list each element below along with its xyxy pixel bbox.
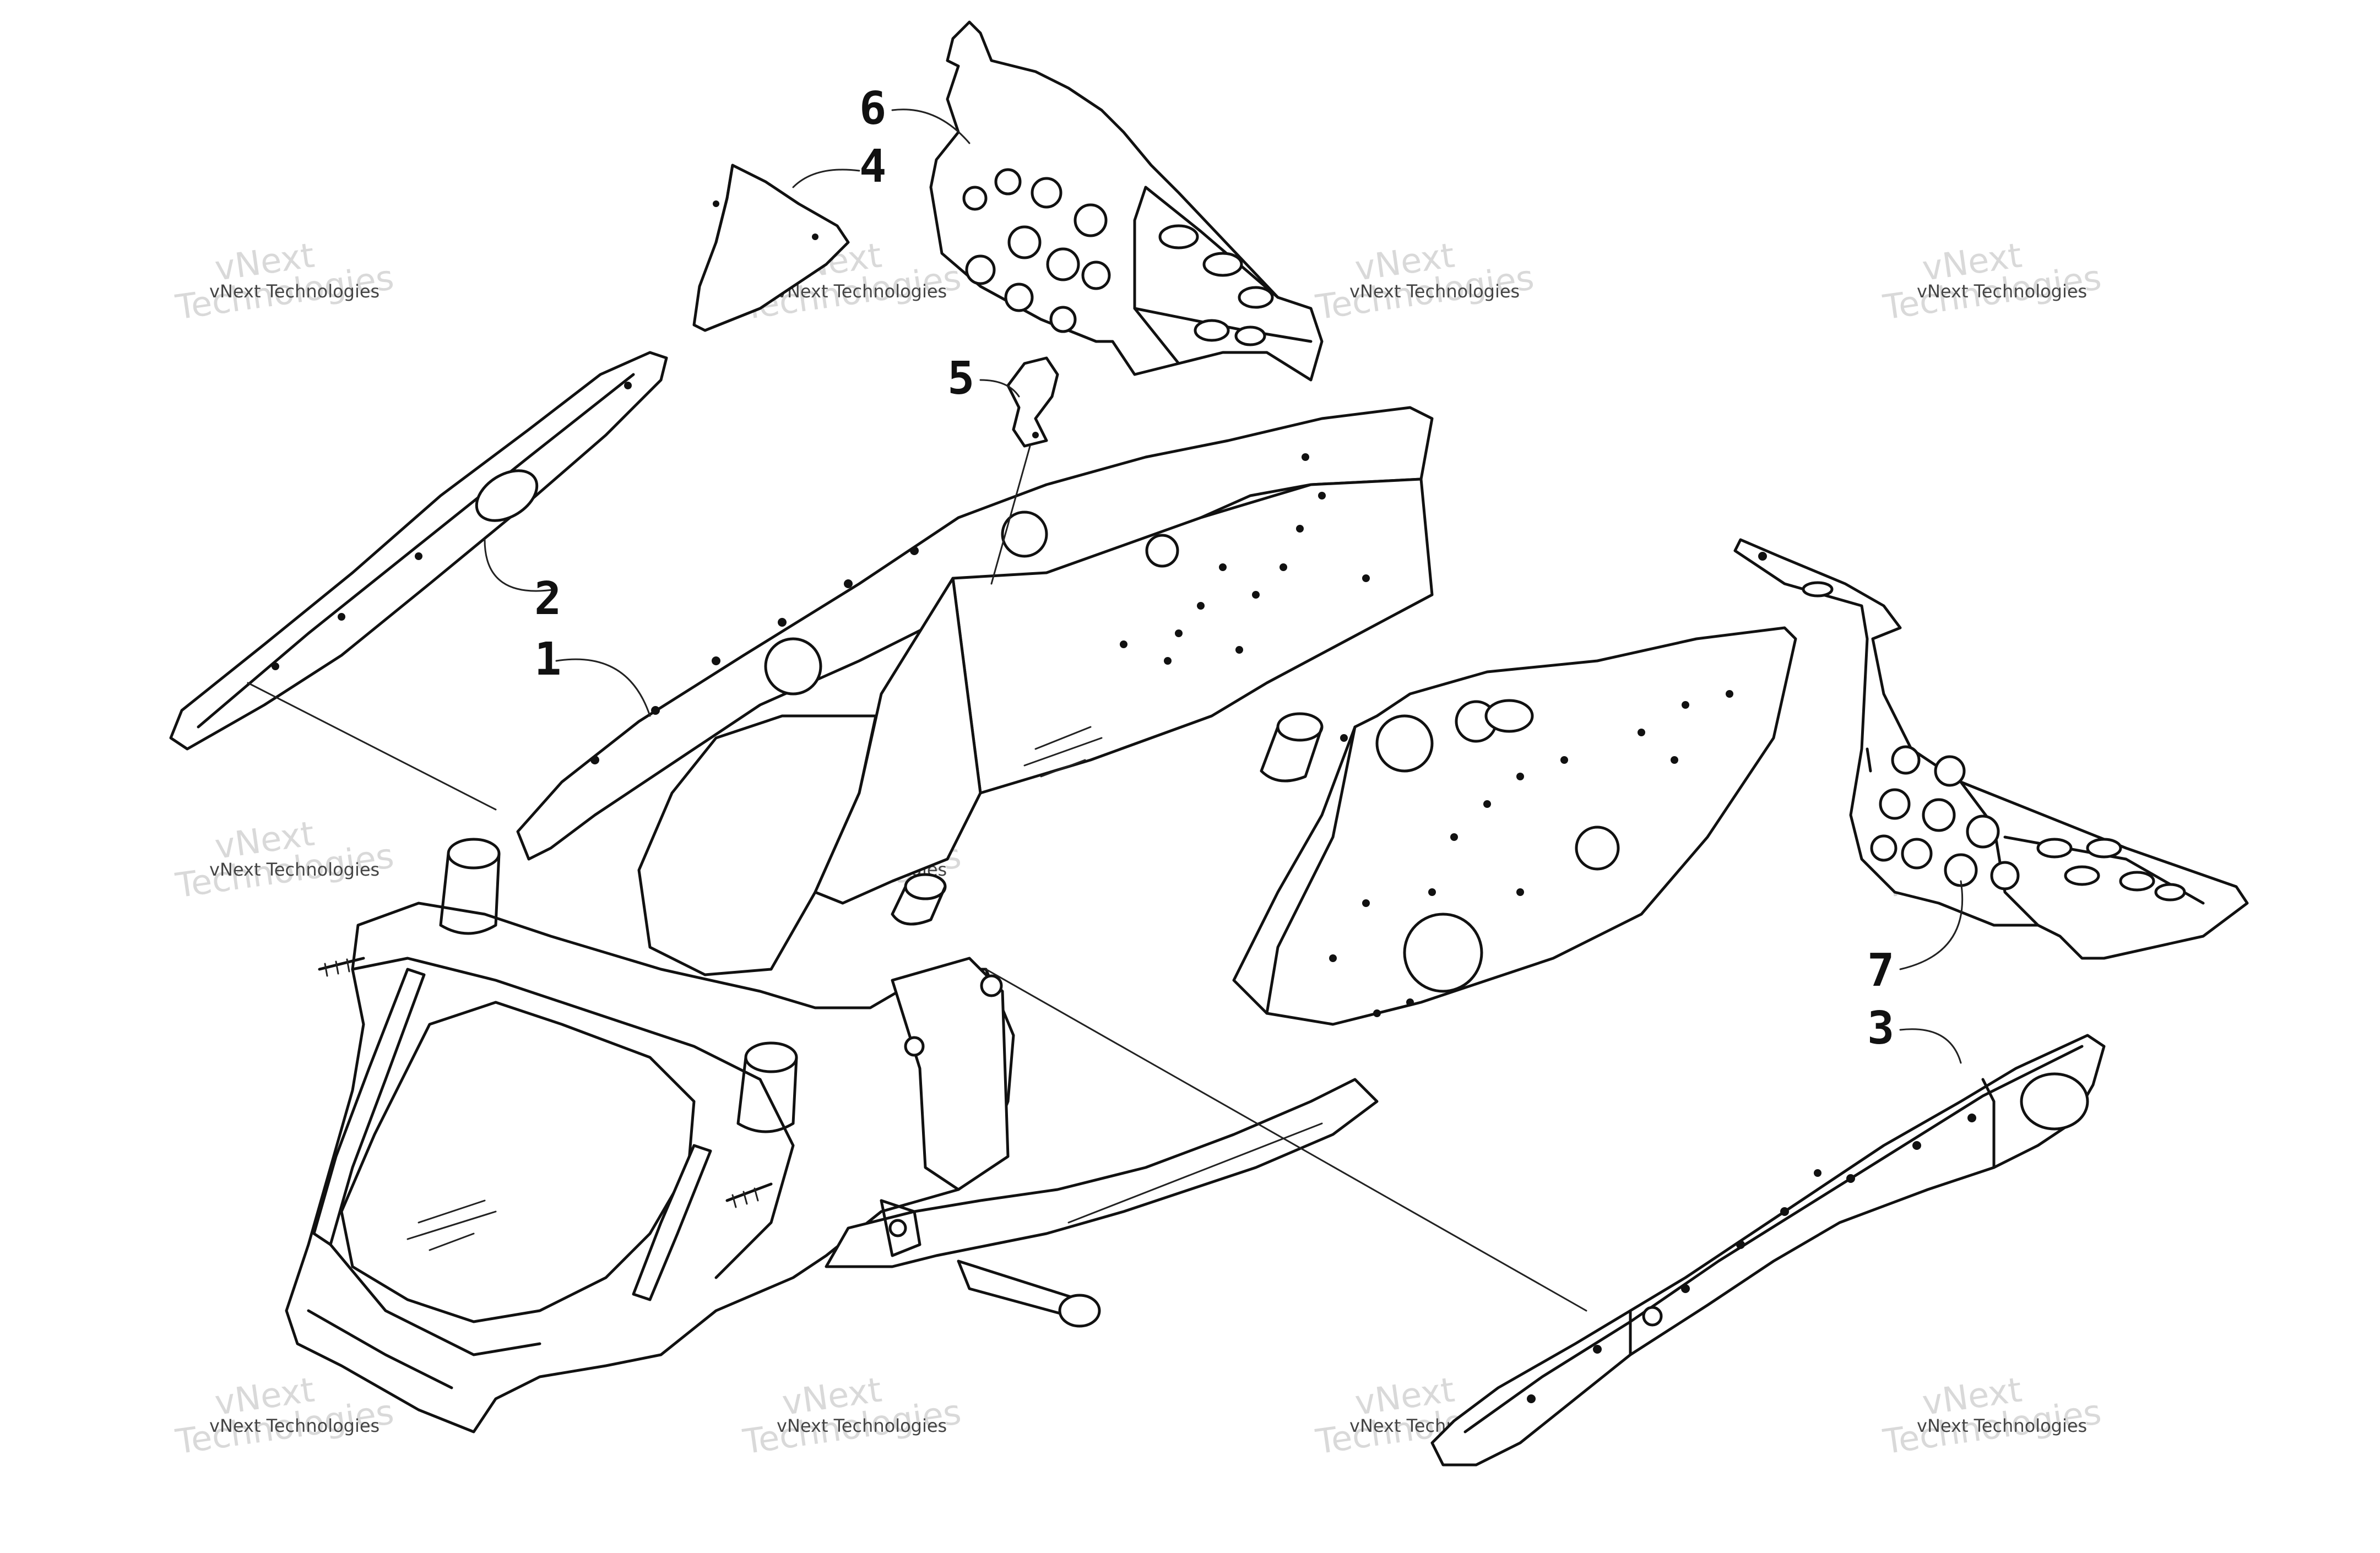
svg-text:vNext Technologies: vNext Technologies bbox=[1349, 281, 1520, 302]
leader-lines bbox=[247, 108, 1964, 1312]
svg-text:vNext Technologies: vNext Technologies bbox=[1917, 281, 2087, 302]
watermark: vNext Technologies vNext Technologies bbox=[1313, 235, 1537, 328]
callout-3: 3 bbox=[1867, 1002, 1894, 1055]
watermark: vNext Technologies vNext Technologies bbox=[1880, 1370, 2104, 1462]
callout-labels: 6 4 5 2 1 7 3 bbox=[534, 83, 1894, 1055]
part-5-clip bbox=[1006, 356, 1059, 448]
watermark: vNext Technologies vNext Technologies bbox=[1880, 235, 2104, 328]
callout-2: 2 bbox=[534, 573, 561, 625]
tube-left bbox=[439, 838, 501, 935]
watermark: vNext Technologies vNext Technologies bbox=[173, 813, 397, 906]
part-3-lower-rail-right bbox=[1430, 1034, 2106, 1467]
svg-text:vNext Technologies: vNext Technologies bbox=[209, 859, 380, 880]
watermark: vNext Technologies vNext Technologies bbox=[740, 1370, 964, 1462]
part-4-gusset-plate bbox=[692, 164, 850, 332]
callout-4: 4 bbox=[859, 140, 886, 193]
svg-text:vNext Technologies: vNext Technologies bbox=[777, 1415, 947, 1436]
part-1-main-chassis bbox=[285, 406, 1797, 1433]
svg-text:vNext Technologies: vNext Technologies bbox=[1917, 1415, 2087, 1436]
part-6-footrest-bracket bbox=[929, 20, 1324, 382]
vent-nozzle bbox=[1260, 712, 1324, 783]
callout-1: 1 bbox=[534, 633, 561, 686]
watermark: vNext Technologies vNext Technologies bbox=[173, 235, 397, 328]
callout-5: 5 bbox=[947, 352, 974, 405]
svg-text:vNext Technologies: vNext Technologies bbox=[209, 281, 380, 302]
svg-text:vNext Technologies: vNext Technologies bbox=[777, 281, 947, 302]
svg-text:vNext Technologies: vNext Technologies bbox=[209, 1415, 380, 1436]
part-2-upper-rail-left bbox=[169, 351, 668, 751]
vent-nozzle bbox=[891, 873, 947, 926]
callout-6: 6 bbox=[859, 83, 886, 135]
part-7-footrest-bracket bbox=[1733, 538, 2249, 960]
callout-7: 7 bbox=[1867, 944, 1894, 997]
bumper-tube bbox=[957, 1259, 1101, 1328]
tube-center bbox=[736, 1041, 798, 1133]
